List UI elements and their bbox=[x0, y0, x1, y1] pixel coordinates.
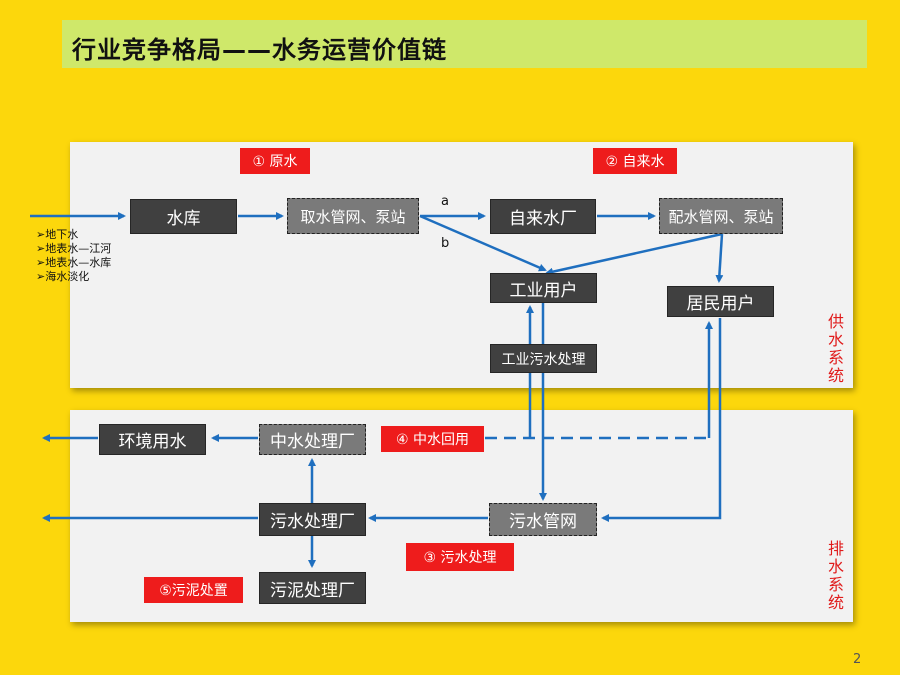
water-source-list: ➢地下水 ➢地表水—江河 ➢地表水—水库 ➢海水淡化 bbox=[36, 228, 111, 284]
intake-network-box: 取水管网、泵站 bbox=[287, 198, 419, 234]
residential-user-box: 居民用户 bbox=[667, 286, 774, 317]
branch-label-b: b bbox=[441, 236, 450, 251]
branch-label-a: a bbox=[441, 194, 449, 209]
tag-reclaimed-water: ④ 中水回用 bbox=[381, 426, 484, 452]
tag-sewage-treatment: ③ 污水处理 bbox=[406, 543, 514, 571]
arrow-distribution-to-residential bbox=[715, 233, 724, 283]
tag-sludge-disposal: ⑤污泥处置 bbox=[144, 577, 243, 603]
source-item: ➢地表水—水库 bbox=[36, 256, 112, 269]
water-supply-panel bbox=[70, 142, 853, 388]
title-bar bbox=[62, 20, 867, 68]
environment-water-box: 环境用水 bbox=[99, 424, 206, 455]
water-plant-box: 自来水厂 bbox=[490, 199, 596, 234]
sewage-network-box: 污水管网 bbox=[489, 503, 597, 536]
source-item: ➢地表水—江河 bbox=[36, 242, 112, 255]
industrial-user-box: 工业用户 bbox=[490, 273, 597, 303]
drainage-system-label: 排水系统 bbox=[827, 539, 844, 612]
tag-raw-water: ① 原水 bbox=[240, 148, 310, 174]
industrial-wastewater-box: 工业污水处理 bbox=[490, 344, 597, 373]
arrow-distribution-to-industrial bbox=[545, 232, 723, 276]
arrow-residential-to-sewage-network bbox=[601, 318, 722, 522]
source-item: ➢海水淡化 bbox=[36, 270, 90, 283]
sewage-plant-box: 污水处理厂 bbox=[259, 503, 366, 536]
reclaimed-water-plant-box: 中水处理厂 bbox=[259, 424, 366, 455]
sludge-plant-box: 污泥处理厂 bbox=[259, 572, 366, 604]
distribution-network-box: 配水管网、泵站 bbox=[659, 198, 783, 234]
page-number: 2 bbox=[853, 652, 862, 667]
supply-system-label: 供水系统 bbox=[827, 312, 844, 385]
source-item: ➢地下水 bbox=[36, 228, 79, 241]
arrow-intake-to-industrial-b bbox=[419, 214, 547, 272]
reservoir-box: 水库 bbox=[130, 199, 237, 234]
slide-title: 行业竞争格局——水务运营价值链 bbox=[72, 36, 447, 64]
tag-tap-water: ② 自来水 bbox=[593, 148, 677, 174]
